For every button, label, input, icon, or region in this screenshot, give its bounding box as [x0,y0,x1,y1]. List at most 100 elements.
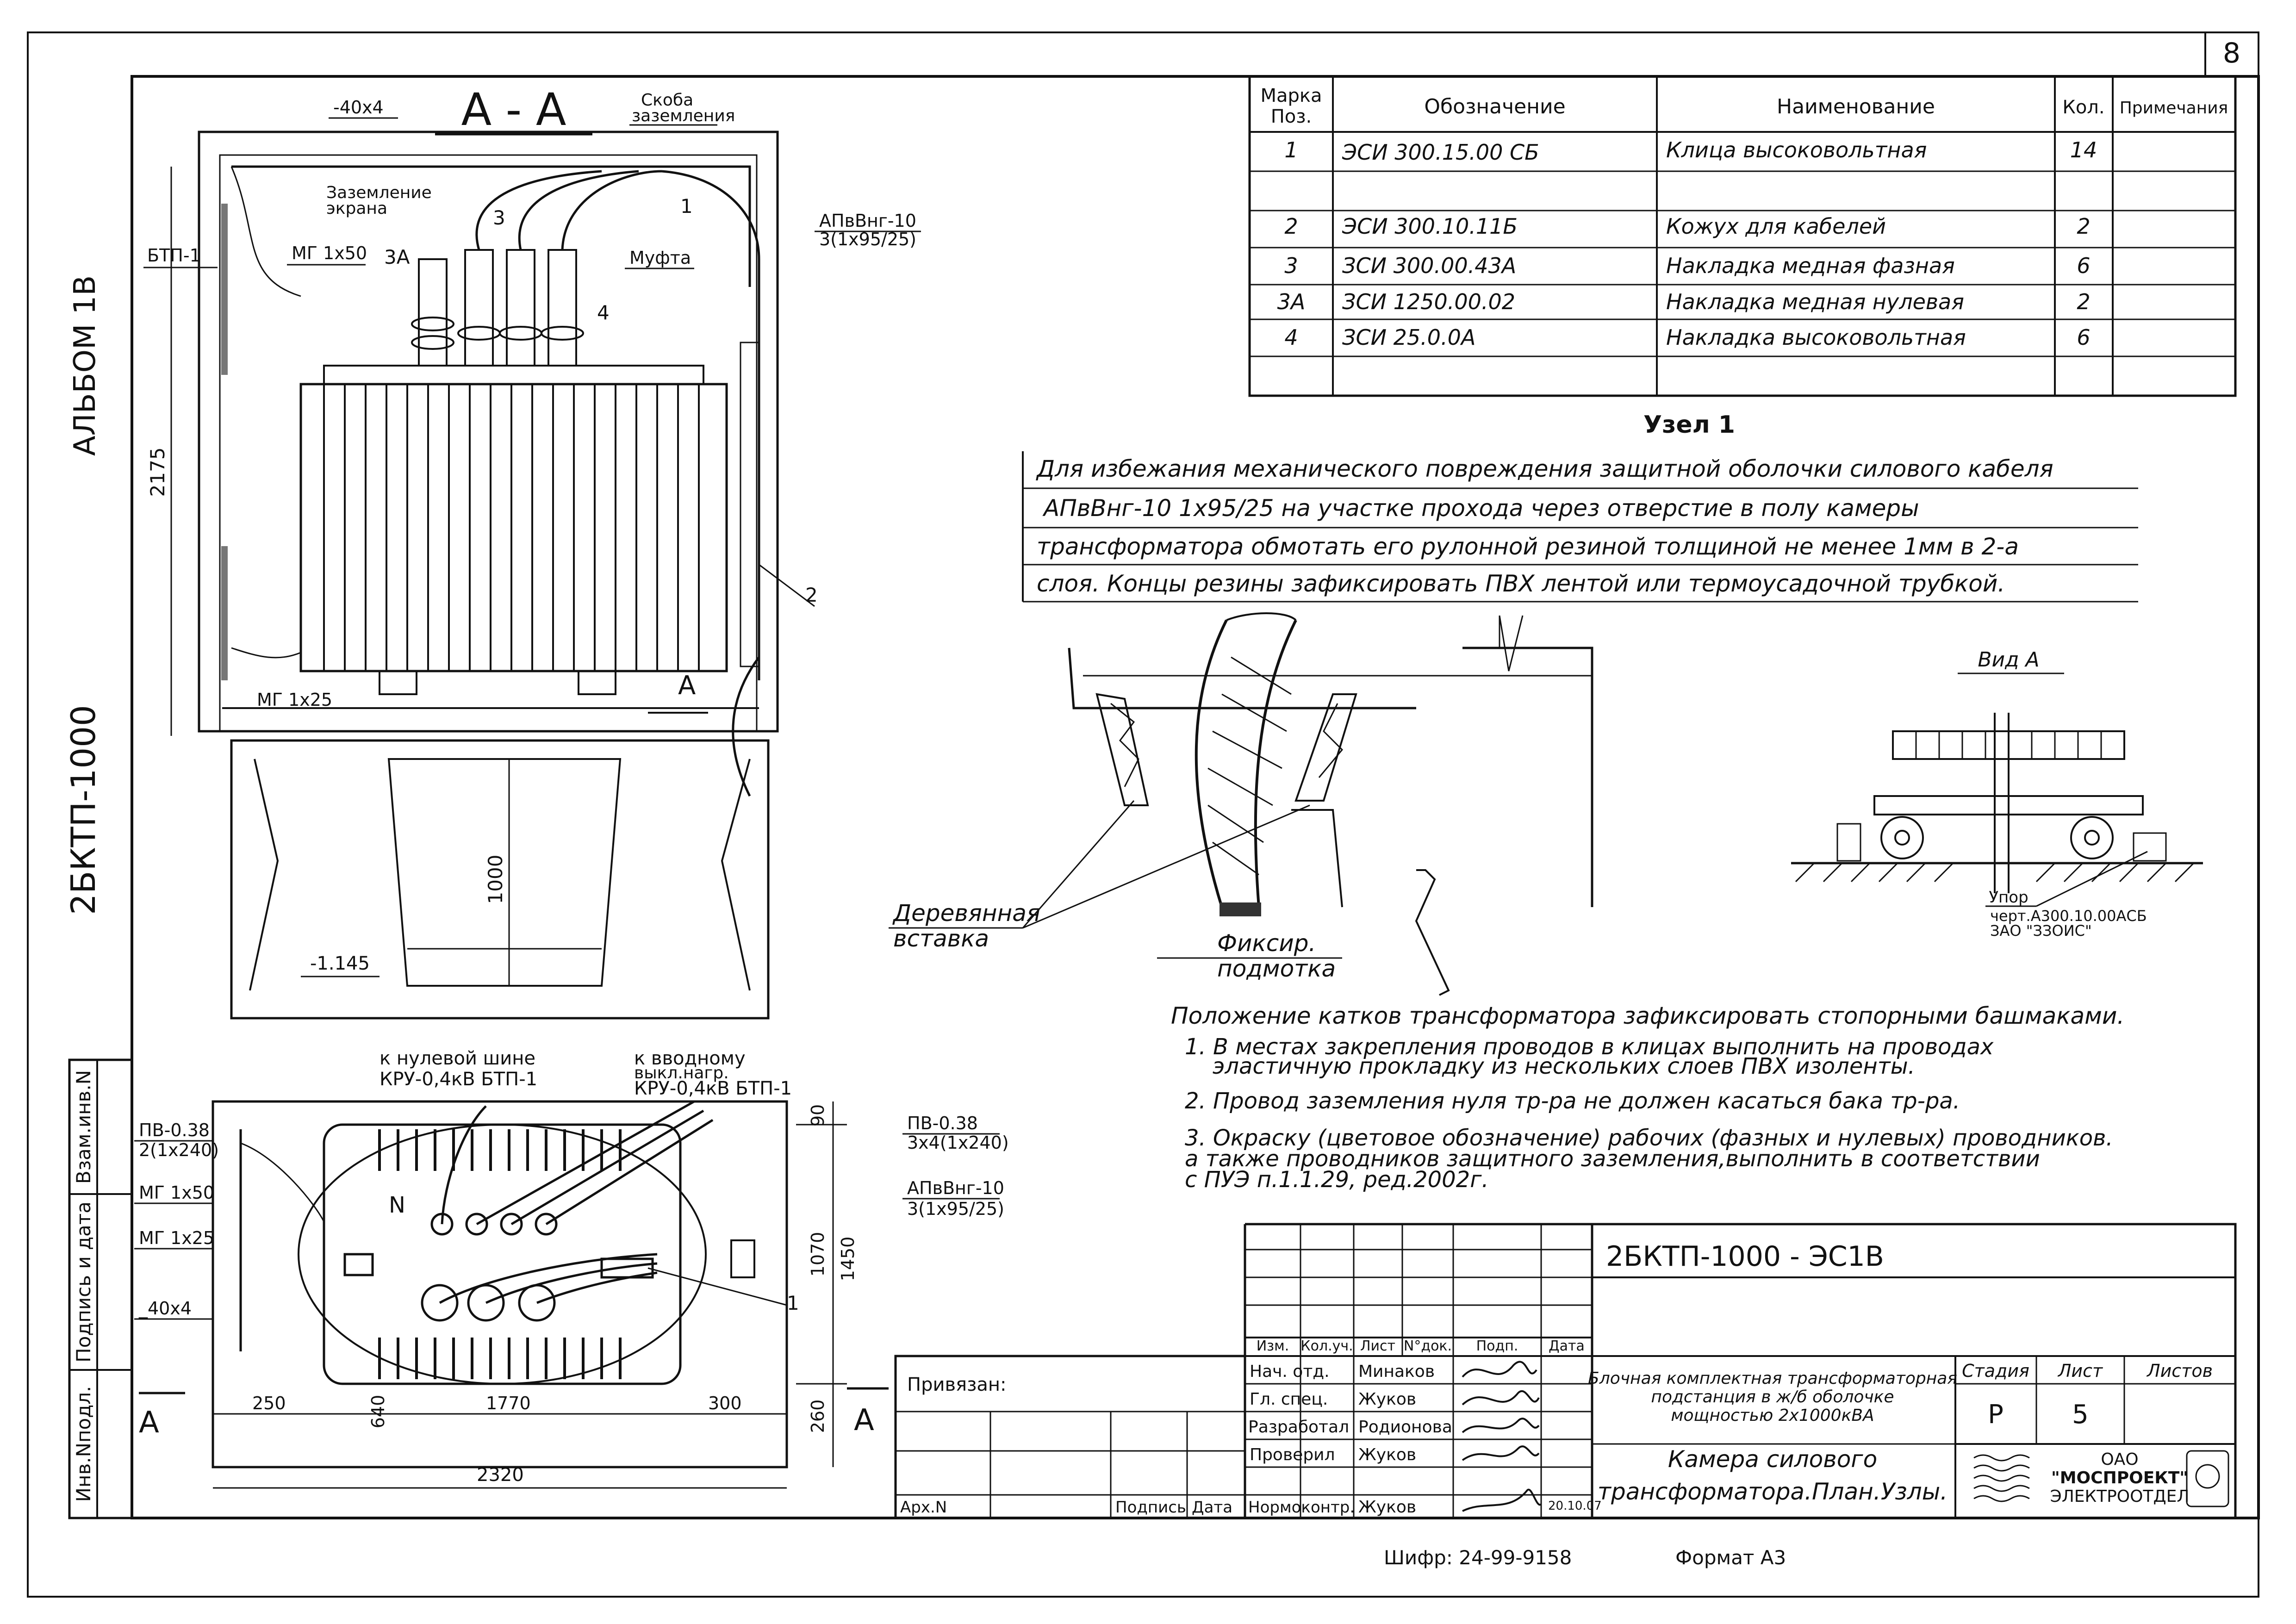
role-gl-spec: Гл. спец. [1250,1390,1328,1409]
object-line1: Блочная комплектная трансформаторная [1588,1369,1957,1388]
name-minakov: Минаков [1358,1362,1435,1381]
stop-label: Упор [1989,888,2028,907]
node1-line1: Для избежания механического повреждения … [1036,455,2053,482]
note-1a: 1. В местах закрепления проводов в клица… [1185,1034,1994,1060]
section-a-a: А - А -1.145 [143,84,921,1020]
node1-line4: слоя. Концы резины зафиксировать ПВХ лен… [1037,570,2005,597]
plan-mg-1x50: МГ 1х50 [139,1182,214,1203]
pv-right-1: ПВ-0.38 [907,1113,978,1133]
dim-2320: 2320 [477,1464,524,1486]
th-note: Примечания [2120,99,2228,118]
data-label: Дата [1192,1498,1232,1517]
stamp-replace-inv: Взам.инв.N [72,1070,95,1184]
note-3a: 3. Окраску (цветовое обозначение) рабочи… [1185,1125,2113,1151]
plan-apvvng-1: АПвВнг-10 [907,1178,1004,1198]
to-input-3: КРУ-0,4кВ БТП-1 [634,1078,792,1099]
skoba-label-2: заземления [632,106,735,125]
apvvng-label-2: 3(1х95/25) [819,229,916,249]
zazemlenie-label-1: Заземление [326,183,432,202]
mark-4: 4 [597,301,610,324]
view-a-title: Вид А [1978,648,2039,672]
wood-insert-2: вставка [893,925,989,952]
th-qty: Кол. [2062,97,2104,118]
dim-1450: 1450 [838,1237,858,1282]
note-intro: Положение катков трансформатора зафиксир… [1171,1002,2124,1029]
row1-name: Клица высоковольтная [1666,137,1927,162]
plan-bar-40x4: _40х4 [138,1298,192,1319]
note-3c: с ПУЭ п.1.1.29, ред.2002г. [1185,1167,1489,1193]
sheet-number: 8 [2223,37,2240,69]
th-marka: Марка [1260,85,1322,106]
plan-apvvng-2: 3(1х95/25) [907,1199,1004,1219]
notes: Положение катков трансформатора зафиксир… [1171,1002,2124,1193]
row5-pos: 3А [1277,289,1306,314]
plan-mark-n: N [389,1192,405,1218]
node1-line3: трансформатора обмотать его рулонной рез… [1037,533,2019,560]
org-line1: ОАО [2101,1450,2138,1469]
stage-label: Стадия [1962,1361,2029,1381]
role-nach-otd: Нач. отд. [1250,1362,1330,1381]
th-name: Наименование [1777,95,1935,118]
row6-code: ЗСИ 25.0.0А [1342,325,1475,350]
album-label: АЛЬБОМ 1В [68,275,102,456]
row5-code: ЗСИ 1250.00.02 [1342,289,1515,314]
note-3b: а также проводников защитного заземления… [1185,1146,2040,1172]
to-zero-bus-2: КРУ-0,4кВ БТП-1 [380,1069,537,1090]
row4-code: ЗСИ 300.00.43А [1342,253,1516,278]
bar-40x4-top: -40х4 [333,97,384,118]
role-razrabotal: Разработал [1248,1418,1349,1437]
stamp-sign-date: Подпись и дата [72,1201,95,1363]
dim-260: 260 [808,1400,828,1433]
name-rodionova: Родионова [1358,1418,1452,1437]
view-a-detail: Вид А Упор черт.А300.10.00АСБ [1791,648,2203,940]
apvvng-label-1: АПвВнг-10 [819,211,916,231]
col-list: Лист [1360,1338,1395,1354]
node1-title: Узел 1 [1643,411,1735,439]
sheet-value: 5 [2072,1400,2089,1430]
dim-1070: 1070 [808,1232,828,1277]
stage-value: Р [1988,1400,2004,1430]
org-line3: ЭЛЕКТРООТДЕЛ [2050,1487,2190,1506]
drawing-line1: Камера силового [1668,1446,1877,1473]
fix-1: Фиксир. [1217,930,1316,957]
cipher: Шифр: 24-99-9158 [1384,1546,1572,1569]
col-podp: Подп. [1476,1338,1518,1354]
skoba-label-1: Скоба [641,91,693,110]
btp1-label: БТП-1 [147,245,201,266]
dim-1000: 1000 [484,855,507,904]
row1-qty: 14 [2070,137,2097,162]
row4-pos: 3 [1284,253,1298,278]
format: Формат А3 [1675,1546,1786,1569]
dim-2175: 2175 [146,448,169,497]
row3-name: Кожух для кабелей [1666,214,1886,239]
org-logo-icon [1973,1454,2030,1502]
sheets-label: Листов [2146,1361,2213,1381]
stop-ref-2: ЗАО "ЗЗОИС" [1990,922,2092,940]
plan-mg-1x25: МГ 1х25 [139,1228,214,1248]
mark-1-section: 1 [680,195,693,218]
org-line2: "МОСПРОЕКТ" [2051,1468,2188,1487]
row6-name: Накладка высоковольтная [1666,325,1966,350]
side-stamp: Взам.инв.N Подпись и дата Инв.Nподл. [68,1058,133,1519]
mark-3: 3 [493,206,505,229]
dim-300: 300 [708,1393,742,1413]
section-title: А - А [461,84,566,136]
spec-table: Марка Поз. Обозначение Наименование Кол.… [1248,75,2237,397]
project-code-vertical: 2БКТП-1000 [64,705,103,915]
section-mark-left: А [139,1406,159,1440]
row3-pos: 2 [1284,214,1298,239]
mark-3a: 3А [384,246,410,268]
to-input-2: выкл.нагр. [634,1064,729,1083]
role-proveril: Проверил [1250,1445,1335,1464]
th-code: Обозначение [1424,95,1565,118]
podpis-label: Подпись [1115,1498,1186,1517]
name-zhukov-1: Жуков [1358,1390,1416,1409]
row6-qty: 6 [2077,325,2090,350]
dim-90: 90 [808,1104,828,1126]
drawing-line2: трансформатора.План.Узлы. [1598,1478,1948,1505]
privyazan-label: Привязан: [907,1374,1007,1395]
row3-qty: 2 [2077,214,2090,239]
view-a-mark: А [678,671,696,701]
arkh-n-label: Арх.N [900,1498,947,1517]
role-normokontr: Нормоконтр. [1248,1498,1355,1517]
